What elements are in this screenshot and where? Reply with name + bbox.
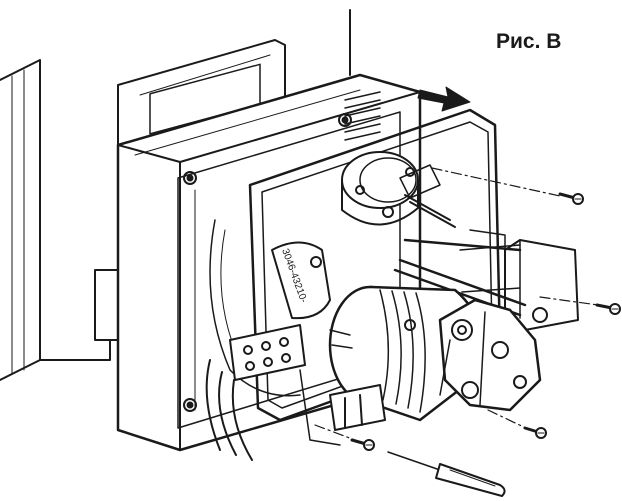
screw-upper-right [558,192,584,205]
screw-bottom [350,438,375,451]
ignition-head [341,151,456,228]
figure-caption: Рис. B [496,30,562,53]
capacitor [329,384,386,431]
alignment-lines [314,167,599,441]
terminal-block [205,324,341,461]
oil-pump [438,298,542,412]
screw-lower-right [523,426,547,439]
screwdriver-icon [387,451,506,497]
screw-middle-right [595,303,621,315]
control-box [459,229,579,331]
arrow-right-icon [417,86,471,112]
